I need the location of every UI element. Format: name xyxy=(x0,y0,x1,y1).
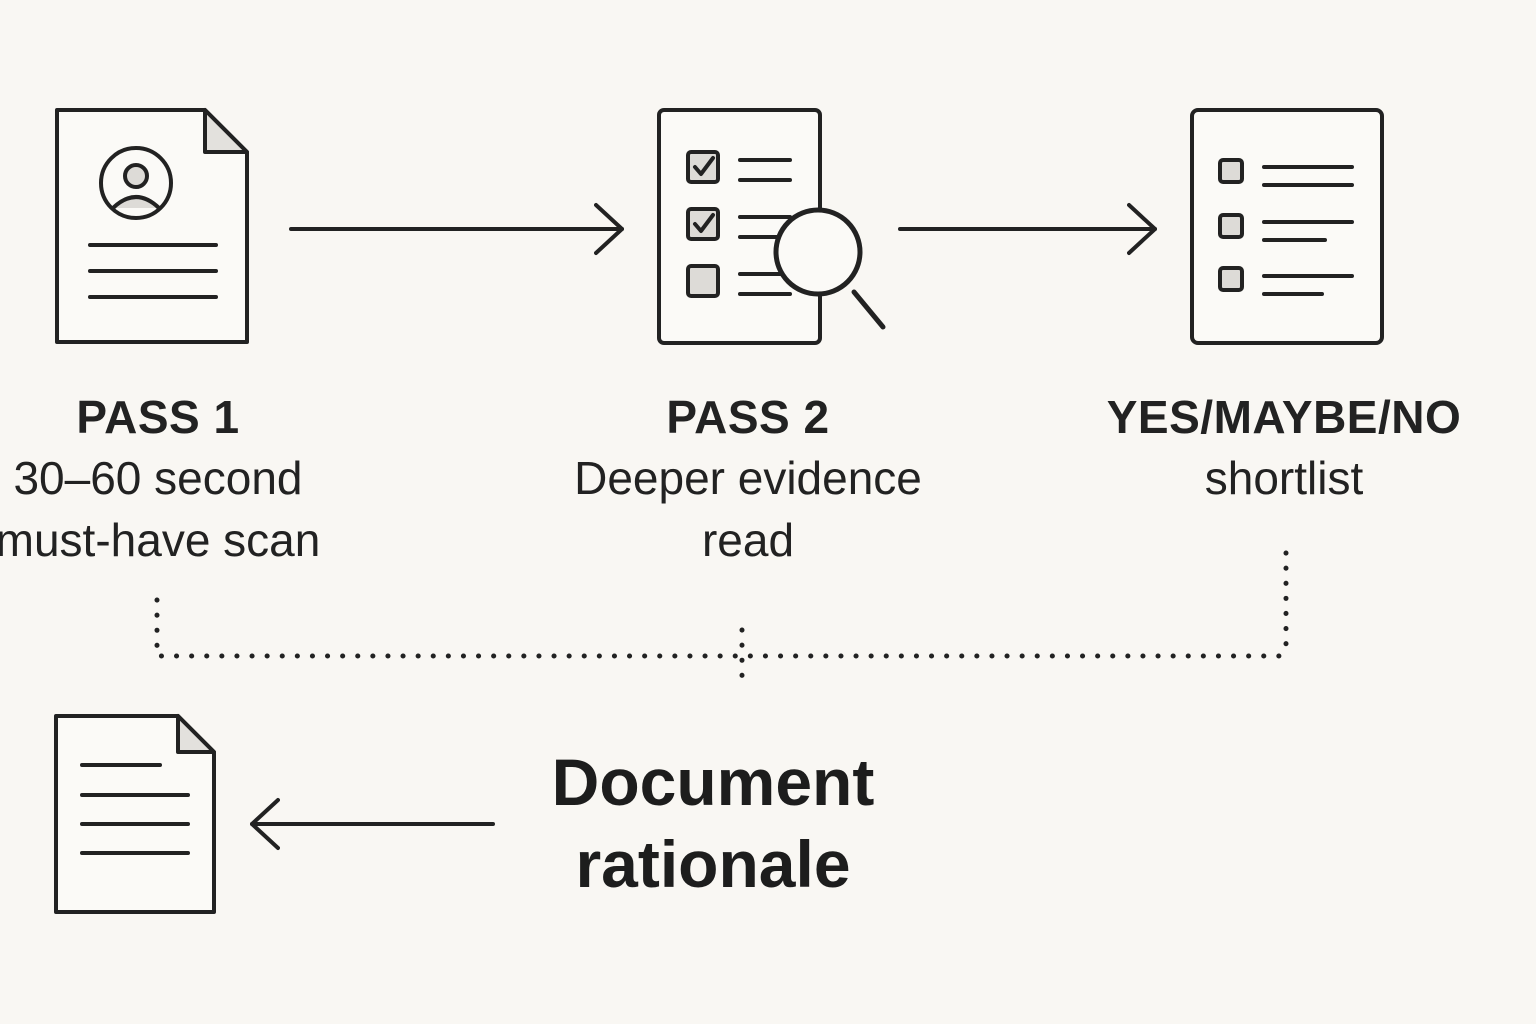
step-3-title: YES/MAYBE/NO xyxy=(1106,391,1462,443)
step-2-desc-line1: Deeper evidence xyxy=(574,452,922,504)
step-2-title: PASS 2 xyxy=(666,391,830,443)
document-icon xyxy=(54,714,216,914)
step-2-desc-line2: read xyxy=(701,514,795,566)
step-1-label: PASS 1 30–60 second must-have scan xyxy=(0,387,320,571)
shortlist-icon xyxy=(1190,108,1384,345)
step-2-label: PASS 2 Deeper evidence read xyxy=(574,387,922,571)
magnifier-lens xyxy=(773,207,863,297)
resume-icon xyxy=(55,108,249,344)
step-3-desc-line1: shortlist xyxy=(1204,452,1364,504)
rationale-line2: rationale xyxy=(575,827,851,901)
rationale-line1: Document xyxy=(551,745,875,819)
rationale-label: Document rationale xyxy=(552,741,875,905)
step-1-desc-line2: must-have scan xyxy=(0,514,321,566)
step-1-desc-line1: 30–60 second xyxy=(13,452,303,504)
magnifier-handle xyxy=(851,289,886,330)
step-3-label: YES/MAYBE/NO shortlist xyxy=(1107,387,1462,509)
checklist-magnifier-icon xyxy=(657,108,886,345)
dotted-connector xyxy=(154,545,1289,689)
step-1-title: PASS 1 xyxy=(76,391,240,443)
